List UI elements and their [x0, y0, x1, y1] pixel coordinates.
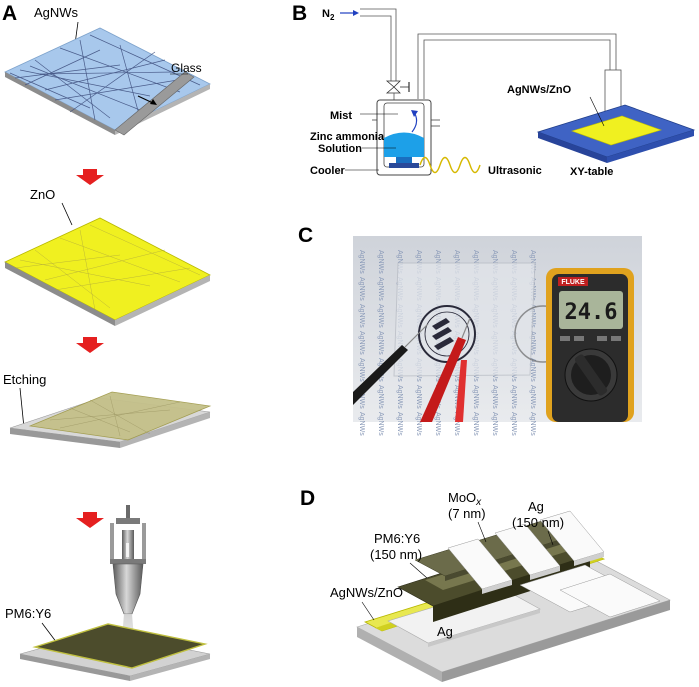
watermark-text: AgNWs: [396, 250, 403, 274]
process-arrow-3: [76, 512, 104, 528]
test-probes: [353, 317, 471, 422]
panel-a-letter: A: [2, 2, 17, 25]
red-probe: [420, 337, 466, 422]
panel-d-letter: D: [300, 487, 315, 510]
watermark-text: AgNWs: [434, 412, 441, 436]
panel-a: A AgNWs Glass ZnO: [2, 2, 212, 681]
watermark-text: AgNWs: [491, 385, 498, 409]
label-mist: Mist: [330, 110, 352, 122]
watermark-text: AgNWs: [377, 250, 384, 274]
label-moox-thickness: (7 nm): [448, 506, 486, 521]
ultrasonic-transducer: [389, 163, 419, 168]
watermark-text: AgNWs: [396, 412, 403, 436]
process-arrow-1: [76, 169, 104, 185]
process-arrow-2: [76, 337, 104, 353]
watermark-text: AgNWs: [396, 385, 403, 409]
watermark-text: AgNWs: [529, 250, 536, 274]
gas-tubing: [360, 8, 617, 99]
ultrasonic-wave: [419, 156, 481, 174]
watermark-text: AgNWs: [358, 412, 365, 436]
watermark-text: AgNWs: [491, 250, 498, 274]
label-ag-bottom: Ag: [437, 624, 453, 639]
zno-pointer: [61, 202, 73, 226]
watermark-text: AgNWs: [472, 250, 479, 274]
watermark-text: AgNWs: [358, 331, 365, 355]
etching-pointer: [19, 387, 25, 429]
label-pm6y6-d: PM6:Y6: [374, 531, 420, 546]
watermark-text: AgNWs: [377, 277, 384, 301]
label-xy-table: XY-table: [570, 166, 613, 178]
multimeter-reading: 24.6: [565, 300, 618, 325]
glass-substrate-photo: [393, 262, 536, 377]
watermark-text: AgNWs: [510, 385, 517, 409]
watermark-text: AgNWs: [491, 412, 498, 436]
watermark-text: AgNWs: [453, 412, 460, 436]
watermark-text: AgNWs: [434, 250, 441, 274]
label-agnws-zno-d: AgNWs/ZnO: [330, 585, 403, 600]
watermark-text: AgNWs: [358, 250, 365, 274]
slab-active-layer: [19, 623, 211, 681]
slab-etched: [9, 391, 212, 448]
multimeter-brand: FLUKE: [561, 279, 585, 286]
multimeter: FLUKE 24.6: [546, 268, 634, 422]
panel-b: B N2 Mist Zinc ammo: [292, 2, 696, 178]
mist-outlet-nozzle: [604, 69, 622, 113]
device-stack: [356, 510, 671, 682]
label-agnws: AgNWs: [34, 5, 79, 20]
slab-zno: [4, 217, 211, 326]
label-agnws-zno-b: AgNWs/ZnO: [507, 84, 572, 96]
label-moox: MoOx: [448, 490, 482, 508]
label-n2: N2: [322, 8, 335, 22]
watermark-text: AgNWs: [377, 331, 384, 355]
mist-generator: [372, 99, 440, 176]
label-pm6y6-a: PM6:Y6: [5, 606, 51, 621]
label-glass: Glass: [171, 61, 202, 75]
watermark-text: AgNWs: [415, 250, 422, 274]
watermark-text: AgNWs: [472, 385, 479, 409]
multimeter-dial: [574, 354, 608, 396]
label-ag-top-thickness: (150 nm): [512, 515, 564, 530]
label-zinc-ammonia: Zinc ammonia: [310, 131, 385, 143]
watermark-text: AgNWs: [529, 358, 536, 382]
label-solution: Solution: [318, 143, 362, 155]
coating-direction-arrowhead: [150, 99, 157, 105]
zinc-ammonia-solution: [384, 132, 424, 157]
watermark-text: AgNWs: [510, 250, 517, 274]
watermark-text: AgNWs: [358, 358, 365, 382]
panel-b-letter: B: [292, 2, 307, 25]
label-ag-top: Ag: [528, 499, 544, 514]
label-cooler: Cooler: [310, 165, 346, 177]
watermark-text: AgNWs: [358, 304, 365, 328]
watermark-text: AgNWs: [453, 385, 460, 409]
panel-d: D MoOx (7 nm) Ag (150 nm): [300, 487, 671, 682]
watermark-text: AgNWs: [415, 385, 422, 409]
watermark-text: AgNWs: [377, 304, 384, 328]
watermark-text: AgNWs: [377, 385, 384, 409]
label-ultrasonic: Ultrasonic: [488, 165, 542, 177]
agnws-zno-sample: [571, 115, 662, 146]
black-probe: [353, 345, 408, 405]
label-zno: ZnO: [30, 187, 55, 202]
watermark-text: AgNWs: [358, 277, 365, 301]
watermark-text: AgNWs: [529, 331, 536, 355]
label-pm6y6-thickness: (150 nm): [370, 547, 422, 562]
watermark-text: AgNWs: [453, 250, 460, 274]
ag-electrode-pad-2: [559, 573, 661, 618]
multimeter-display: [559, 291, 623, 329]
xy-table: [536, 104, 696, 163]
gas-valve: [385, 80, 401, 88]
panel-c-letter: C: [298, 224, 313, 247]
watermark-text: AgNWs: [415, 412, 422, 436]
watermark-text: AgNWs: [529, 385, 536, 409]
watermark-text: AgNWs: [358, 385, 365, 409]
watermark-text: AgNWs: [529, 412, 536, 436]
watermark-text: AgNWs: [472, 412, 479, 436]
label-etching: Etching: [3, 372, 46, 387]
watermark-text: AgNWs: [510, 412, 517, 436]
zno-covered-nanowires: [14, 224, 201, 311]
watermark-text: AgNWs: [377, 412, 384, 436]
